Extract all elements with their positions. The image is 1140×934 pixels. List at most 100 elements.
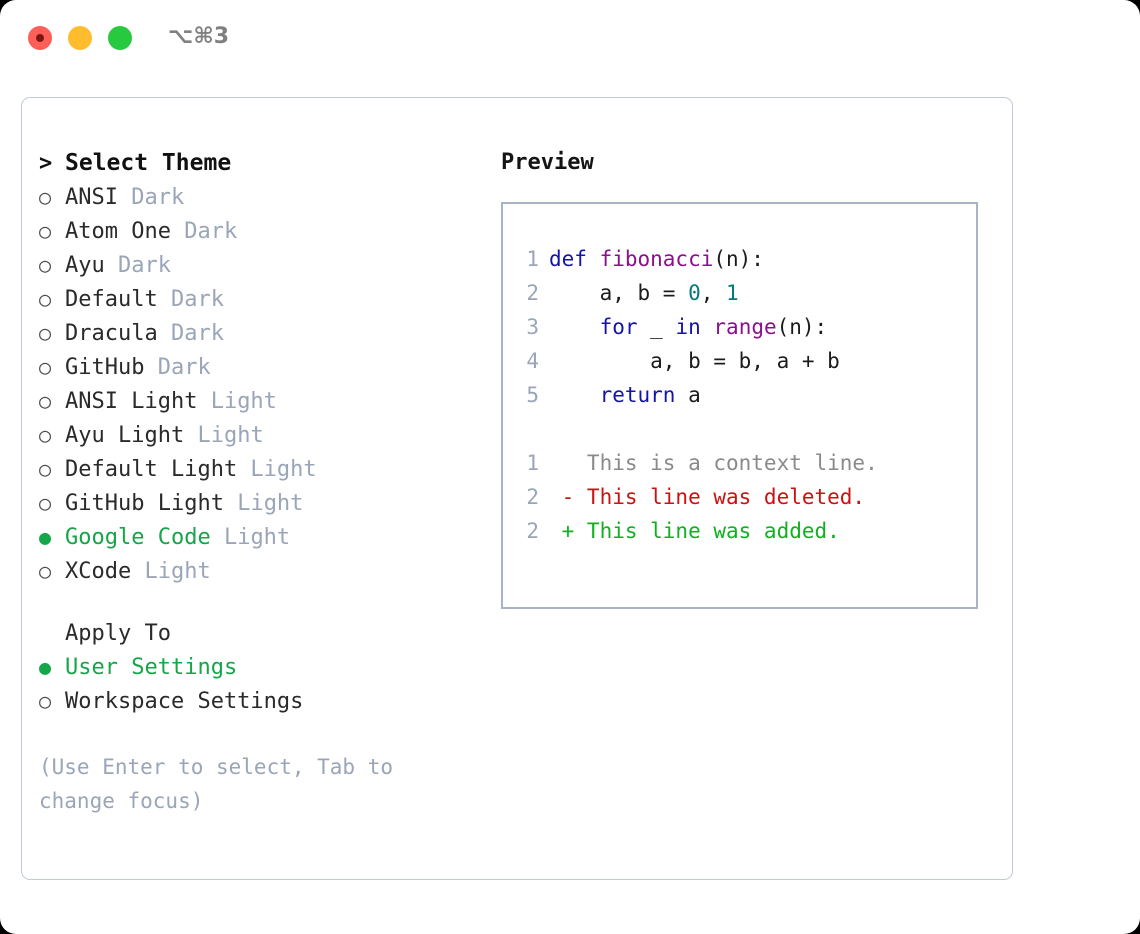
code-line: 4 a, b = b, a + b <box>513 344 970 378</box>
code-token-kw: for <box>599 315 638 339</box>
theme-kind-label: Light <box>223 491 304 516</box>
line-number: 1 <box>526 451 539 475</box>
theme-option-xcode[interactable]: ○ XCode Light <box>39 554 479 588</box>
diff-line-add: 2 + This line was added. <box>513 514 970 548</box>
theme-kind-label: Light <box>131 559 211 584</box>
theme-kind-label: Dark <box>157 287 224 312</box>
apply-to-option-label: Workspace Settings <box>65 689 304 714</box>
close-window-button[interactable] <box>28 26 52 50</box>
line-number: 2 <box>526 519 539 543</box>
theme-name: Ayu Light <box>65 423 185 448</box>
radio-unselected-icon[interactable]: ○ <box>39 321 52 345</box>
theme-kind-label: Dark <box>157 321 224 346</box>
theme-kind-label: Dark <box>104 253 171 278</box>
code-token-plain: , <box>700 281 727 305</box>
code-token-plain: _ <box>637 315 676 339</box>
theme-option-atom-one[interactable]: ○Atom One Dark <box>39 214 479 248</box>
radio-selected-icon[interactable]: ● <box>39 525 52 549</box>
code-token-plain <box>549 383 600 407</box>
apply-to-option-workspace-settings[interactable]: ○ Workspace Settings <box>39 684 479 718</box>
code-token-plain: (n): <box>776 315 828 339</box>
title-bar: ⌥⌘3 <box>0 0 1140 76</box>
theme-name: XCode <box>65 559 132 584</box>
keyboard-shortcut-label: ⌥⌘3 <box>168 24 230 49</box>
line-number: 3 <box>526 315 539 339</box>
caret-icon: > <box>39 151 53 176</box>
theme-name: ANSI Light <box>65 389 198 414</box>
radio-unselected-icon[interactable]: ○ <box>39 457 52 481</box>
theme-kind-label: Light <box>210 525 291 550</box>
radio-unselected-icon[interactable]: ○ <box>39 287 52 311</box>
code-token-plain: a, b = b, a + b <box>549 349 840 373</box>
theme-list: ○ANSI Dark○Atom One Dark○Ayu Dark○Defaul… <box>39 180 479 588</box>
maximize-window-button[interactable] <box>108 26 132 50</box>
minimize-window-button[interactable] <box>68 26 92 50</box>
radio-unselected-icon[interactable]: ○ <box>39 423 52 447</box>
line-number: 2 <box>526 281 539 305</box>
radio-unselected-icon[interactable]: ○ <box>39 253 52 277</box>
code-line: 5 return a <box>513 378 970 412</box>
code-line: 2 a, b = 0, 1 <box>513 276 970 310</box>
diff-text: + This line was added. <box>549 519 840 543</box>
code-token-plain: a, b = <box>549 281 689 305</box>
code-token-kw: return <box>599 383 676 407</box>
theme-kind-label: Light <box>237 457 317 482</box>
theme-name: Default <box>65 287 158 312</box>
radio-unselected-icon[interactable]: ○ <box>39 185 52 209</box>
theme-option-dracula[interactable]: ○Dracula Dark <box>39 316 479 350</box>
radio-unselected-icon[interactable]: ○ <box>39 491 52 515</box>
diff-lines: 1 This is a context line.2 - This line w… <box>513 446 970 548</box>
theme-name: ANSI <box>65 185 118 210</box>
apply-to-section: ○Apply To ●User Settings○Workspace Setti… <box>39 616 479 718</box>
theme-option-github-light[interactable]: ○GitHub Light Light <box>39 486 479 520</box>
code-token-kw: def <box>549 247 600 271</box>
theme-picker-header: > Select Theme <box>39 146 479 180</box>
line-number: 5 <box>526 383 539 407</box>
theme-name: Atom One <box>65 219 171 244</box>
code-token-plain <box>549 315 600 339</box>
keyboard-hint: (Use Enter to select, Tab to change focu… <box>39 755 394 813</box>
radio-unselected-icon[interactable]: ○ <box>39 355 52 379</box>
apply-to-option-user-settings[interactable]: ● User Settings <box>39 650 479 684</box>
theme-kind-label: Dark <box>144 355 211 380</box>
code-token-plain: a <box>675 383 701 407</box>
theme-kind-label: Light <box>184 423 264 448</box>
theme-picker-title: Select Theme <box>65 150 232 176</box>
theme-option-default[interactable]: ○ Default Dark <box>39 282 479 316</box>
code-token-num: 1 <box>726 281 739 305</box>
radio-unselected-icon[interactable]: ○ <box>39 689 52 713</box>
code-token-fn: range <box>713 315 777 339</box>
line-number: 2 <box>526 485 539 509</box>
theme-option-ansi-light[interactable]: ○ ANSI Light Light <box>39 384 479 418</box>
theme-option-ayu[interactable]: ○ Ayu Dark <box>39 248 479 282</box>
theme-option-ayu-light[interactable]: ○ Ayu Light Light <box>39 418 479 452</box>
theme-name: GitHub <box>65 355 145 380</box>
code-token-fn: fibonacci <box>599 247 714 271</box>
preview-heading: Preview <box>501 150 594 175</box>
theme-option-google-code[interactable]: ●Google Code Light <box>39 520 479 554</box>
diff-line-ctx: 1 This is a context line. <box>513 446 970 480</box>
radio-unselected-icon[interactable]: ○ <box>39 559 52 583</box>
theme-option-default-light[interactable]: ○Default Light Light <box>39 452 479 486</box>
code-token-plain <box>701 315 714 339</box>
code-line: 1 def fibonacci(n): <box>513 242 970 276</box>
spacer-icon: ○ <box>39 616 65 650</box>
line-number: 1 <box>526 247 539 271</box>
theme-option-github[interactable]: ○ GitHub Dark <box>39 350 479 384</box>
theme-kind-label: Light <box>197 389 277 414</box>
code-token-kw: in <box>675 315 701 339</box>
diff-text: This is a context line. <box>549 451 878 475</box>
radio-unselected-icon[interactable]: ○ <box>39 389 52 413</box>
code-token-plain: (n): <box>713 247 764 271</box>
apply-to-header: ○Apply To <box>39 616 479 650</box>
apply-to-option-label: User Settings <box>65 655 238 680</box>
theme-name: Ayu <box>65 253 105 278</box>
radio-selected-icon[interactable]: ● <box>39 655 52 679</box>
radio-unselected-icon[interactable]: ○ <box>39 219 52 243</box>
theme-option-ansi[interactable]: ○ANSI Dark <box>39 180 479 214</box>
code-token-num: 0 <box>688 281 701 305</box>
theme-picker: >Select Theme ○ANSI Dark○Atom One Dark○A… <box>39 146 479 818</box>
